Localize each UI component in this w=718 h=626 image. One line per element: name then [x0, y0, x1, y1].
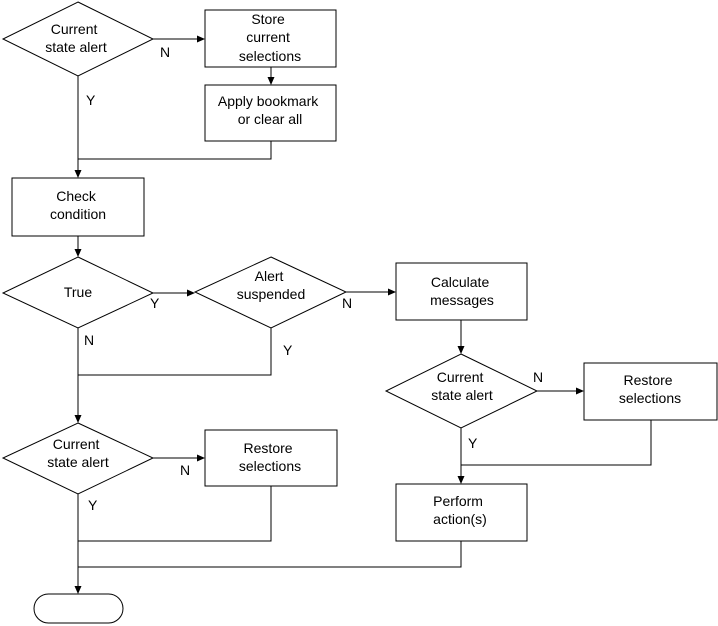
- decision-diamond: [193, 256, 348, 329]
- edge-label-true-yes: Y: [150, 295, 160, 311]
- decision-diamond: [384, 353, 539, 429]
- node-label: Restore selections: [619, 372, 681, 406]
- node-restore1: Restore selections: [583, 362, 718, 421]
- node-suspend: Alert suspended: [193, 256, 348, 329]
- node-apply: Apply bookmark or clear all: [204, 84, 337, 142]
- node-store: Store current selections: [204, 9, 337, 68]
- edge-labels: N Y Y N N Y N Y N Y: [84, 44, 543, 513]
- terminator: [33, 593, 124, 624]
- node-label: Restore selections: [239, 440, 301, 474]
- edge-label-alert3-no: N: [180, 462, 190, 478]
- edge-perform-merge: [78, 541, 462, 568]
- node-label: Current state alert: [45, 21, 107, 55]
- arrowhead: [457, 476, 465, 484]
- arrowhead: [457, 346, 465, 354]
- arrowhead: [576, 387, 584, 395]
- node-restore2: Restore selections: [204, 429, 338, 487]
- node-calc: Calculate messages: [395, 262, 528, 321]
- node-label: True: [64, 284, 92, 300]
- node-alert3: Current state alert: [1, 422, 155, 495]
- process-box: [583, 362, 718, 421]
- process-box: [204, 84, 337, 142]
- arrowhead: [74, 249, 82, 257]
- edge-label-alert2-yes: Y: [468, 435, 478, 451]
- edge-label-true-no: N: [84, 332, 94, 348]
- edge-label-alert1-yes: Y: [86, 92, 96, 108]
- edge-label-suspend-no: N: [342, 295, 352, 311]
- edge-suspend-merge: [78, 328, 272, 376]
- arrowhead: [187, 289, 195, 297]
- process-box: [204, 429, 338, 487]
- process-box: [204, 9, 337, 68]
- edge-label-alert1-no: N: [160, 44, 170, 60]
- edge-restore1-merge: [461, 420, 652, 466]
- node-label: Apply bookmark or clear all: [218, 93, 322, 127]
- decision-diamond: [1, 1, 155, 77]
- edge-apply-merge: [78, 141, 272, 160]
- node-end: [33, 593, 124, 624]
- arrowhead: [267, 77, 275, 85]
- process-box: [395, 262, 528, 321]
- node-label: Calculate messages: [430, 274, 494, 308]
- process-box: [11, 177, 145, 237]
- arrowhead: [74, 415, 82, 423]
- arrowhead: [388, 288, 396, 296]
- edge-label-alert2-no: N: [533, 369, 543, 385]
- node-label: Perform action(s): [433, 493, 487, 527]
- node-perform: Perform action(s): [395, 483, 528, 542]
- node-alert1: Current state alert: [1, 1, 155, 77]
- arrowhead: [74, 586, 82, 594]
- node-label: Check condition: [50, 188, 106, 222]
- arrowhead: [74, 170, 82, 178]
- node-label: Current state alert: [431, 369, 493, 403]
- node-check: Check condition: [11, 177, 145, 237]
- node-label: Alert suspended: [237, 268, 306, 302]
- edge-label-suspend-yes: Y: [283, 342, 293, 358]
- arrowhead: [197, 35, 205, 43]
- edge-restore2-merge: [78, 486, 272, 542]
- node-label: Store current selections: [239, 11, 301, 64]
- process-box: [395, 483, 528, 542]
- node-label: Current state alert: [47, 436, 109, 470]
- arrowhead: [197, 454, 205, 462]
- node-alert2: Current state alert: [384, 353, 539, 429]
- connectors: [74, 35, 652, 594]
- decision-diamond: [1, 422, 155, 495]
- decision-diamond: [1, 256, 155, 329]
- node-true: True: [1, 256, 155, 329]
- edge-label-alert3-yes: Y: [88, 497, 98, 513]
